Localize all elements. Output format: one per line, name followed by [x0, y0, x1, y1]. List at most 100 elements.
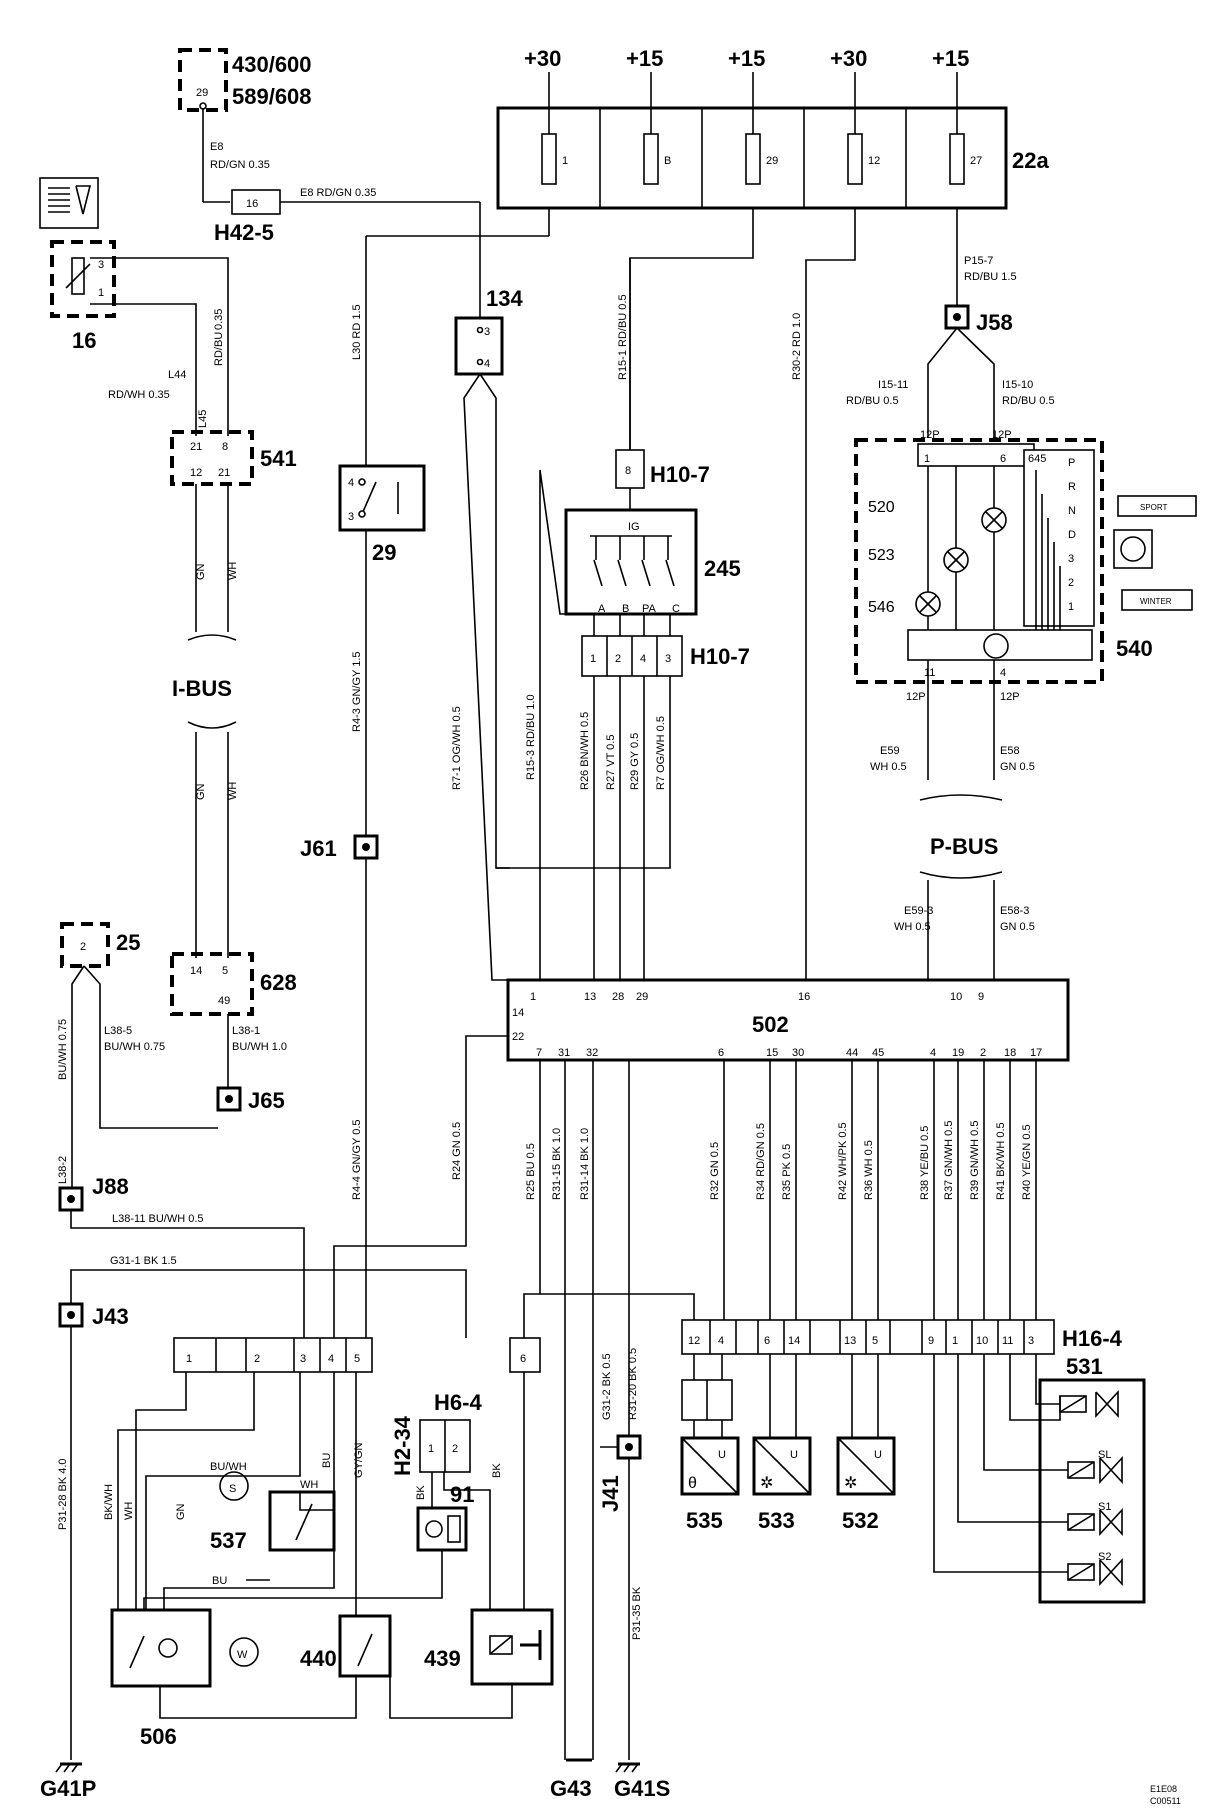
wire-label: P31-35 BK — [631, 1586, 643, 1640]
svg-text:29: 29 — [196, 87, 208, 99]
ig-label: IG — [628, 521, 640, 533]
fuse-1 — [541, 133, 557, 185]
wire-label: E8 — [210, 141, 223, 153]
component-label: 91 — [450, 1482, 474, 1507]
lamp-icon — [158, 1638, 178, 1658]
svg-text:12: 12 — [190, 467, 202, 479]
svg-text:22: 22 — [512, 1031, 524, 1043]
svg-text:45: 45 — [872, 1047, 884, 1059]
svg-text:4: 4 — [930, 1047, 936, 1059]
winter-label: WINTER — [1140, 597, 1172, 606]
svg-text:14: 14 — [190, 965, 202, 977]
wire-label: R29 GY 0.5 — [629, 733, 641, 790]
solenoid-block-531: 531 SL S1 S2 — [1038, 1354, 1146, 1604]
svg-text:8: 8 — [625, 465, 631, 477]
hall-sensor-icon — [983, 633, 1009, 659]
fuse-label: 27 — [970, 155, 982, 167]
wire-label: R27 VT 0.5 — [605, 735, 617, 790]
svg-text:2: 2 — [980, 1047, 986, 1059]
supply-label: +15 — [932, 46, 969, 71]
svg-text:32: 32 — [586, 1047, 598, 1059]
svg-text:U: U — [790, 1449, 798, 1461]
wire-label: R35 PK 0.5 — [781, 1144, 793, 1200]
wire-label: 12P — [906, 691, 926, 703]
solenoid-label: SL — [1098, 1449, 1111, 1461]
svg-text:2: 2 — [615, 653, 621, 665]
svg-text:4: 4 — [484, 358, 490, 370]
wire-label: R40 YE/GN 0.5 — [1021, 1124, 1033, 1200]
svg-text:3: 3 — [98, 259, 104, 271]
sensor-532: U ✲ 532 — [836, 1436, 896, 1533]
svg-text:16: 16 — [798, 991, 810, 1003]
svg-text:6: 6 — [764, 1335, 770, 1347]
svg-text:4: 4 — [328, 1353, 334, 1365]
svg-text:14: 14 — [512, 1007, 524, 1019]
junction-j61: J61 — [300, 834, 379, 861]
component-label: 540 — [1116, 636, 1153, 661]
relay-29: 4 3 29 — [338, 464, 426, 565]
component-label: J88 — [92, 1174, 129, 1199]
component-label: 430/600 — [232, 52, 312, 77]
triangle-icon — [75, 185, 92, 215]
svg-text:6: 6 — [718, 1047, 724, 1059]
component-label: 506 — [140, 1724, 177, 1749]
lamp-icon — [425, 1520, 443, 1538]
component-label: H42-5 — [214, 220, 274, 245]
switch-pos: A — [598, 603, 606, 615]
svg-text:19: 19 — [952, 1047, 964, 1059]
component-label: 520 — [868, 499, 895, 516]
wire-label: R31-14 BK 1.0 — [579, 1128, 591, 1200]
wire-label: R25 BU 0.5 — [525, 1143, 537, 1200]
switch-245: IG A B PA C 245 — [564, 508, 741, 616]
wire-label: R31-20 BK 0.5 — [627, 1348, 639, 1420]
wire-label: 12P — [992, 429, 1012, 441]
wire-label: R26 BN/WH 0.5 — [579, 712, 591, 790]
wire-label: R24 GN 0.5 — [451, 1122, 463, 1180]
component-label: 546 — [868, 599, 895, 616]
pbus-label: P-BUS — [930, 834, 998, 859]
component-label: 16 — [72, 328, 96, 353]
s-icon — [219, 1471, 249, 1501]
wire-label: R38 YE/BU 0.5 — [919, 1126, 931, 1200]
wire-label: GN — [195, 563, 207, 580]
wire-label: BK/WH — [103, 1484, 115, 1520]
component-label: 25 — [116, 930, 140, 955]
switch-pos: PA — [642, 603, 657, 615]
wire-label: E8 RD/GN 0.35 — [300, 187, 376, 199]
valve-icon — [1095, 1389, 1119, 1419]
w-icon — [229, 1637, 259, 1667]
switch-440: 440 — [300, 1614, 392, 1678]
wire-label: RD/GN 0.35 — [210, 159, 270, 171]
wire-label: RD/WH 0.35 — [108, 389, 170, 401]
wire-label: R4-3 GN/GY 1.5 — [351, 652, 363, 733]
svg-text:16: 16 — [246, 198, 258, 210]
supply-label: +15 — [626, 46, 663, 71]
svg-text:P: P — [1068, 457, 1075, 469]
svg-text:1: 1 — [186, 1353, 192, 1365]
svg-text:9: 9 — [928, 1335, 934, 1347]
svg-text:U: U — [874, 1449, 882, 1461]
valve-icon — [1099, 1507, 1123, 1537]
fuse-27 — [949, 133, 965, 185]
svg-text:1: 1 — [428, 1443, 434, 1455]
wire-label: 12P — [1000, 691, 1020, 703]
gear-icon: ✲ — [760, 1475, 773, 1492]
svg-text:28: 28 — [612, 991, 624, 1003]
svg-text:44: 44 — [846, 1047, 858, 1059]
wire-label: GN — [195, 783, 207, 800]
svg-text:1: 1 — [952, 1335, 958, 1347]
connector-430-frame — [178, 48, 228, 112]
component-540: 12P 12P 1 6 520 523 546 645 P R N D 3 2 … — [854, 429, 1153, 684]
svg-text:7: 7 — [536, 1047, 542, 1059]
component-label: 531 — [1066, 1354, 1103, 1379]
fuse-label: 29 — [766, 155, 778, 167]
svg-text:3: 3 — [348, 511, 354, 523]
component-label: 532 — [842, 1508, 879, 1533]
component-label: 541 — [260, 446, 297, 471]
wire-label: I15-10 — [1002, 379, 1033, 391]
svg-text:1: 1 — [924, 453, 930, 465]
component-label: 535 — [686, 1508, 723, 1533]
svg-text:3: 3 — [300, 1353, 306, 1365]
component-label: J41 — [598, 1475, 623, 1512]
component-label: H16-4 — [1062, 1326, 1123, 1351]
